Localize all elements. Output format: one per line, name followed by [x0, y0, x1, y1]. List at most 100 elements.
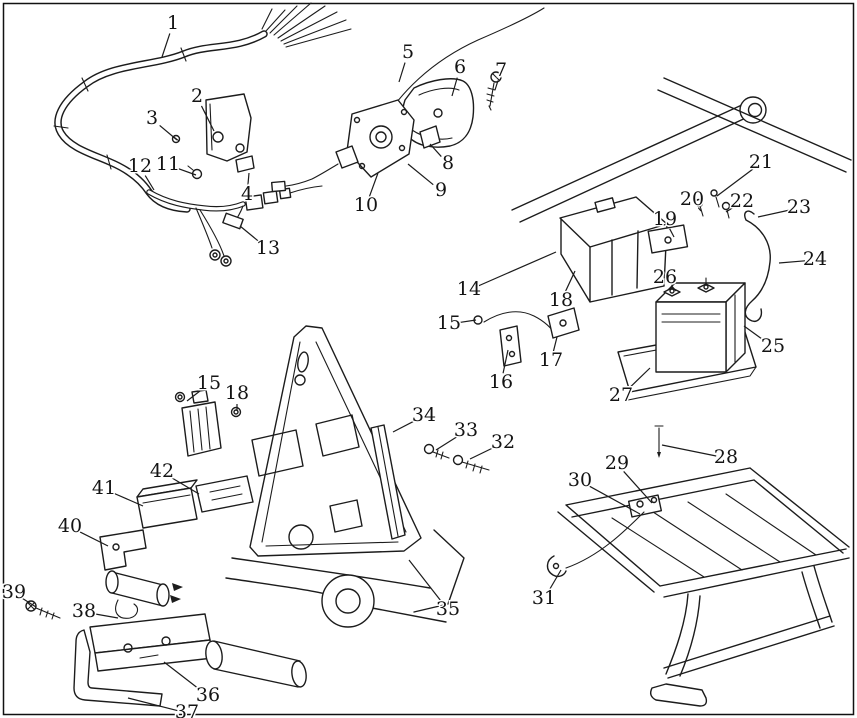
- part-number-6: 6: [454, 56, 466, 78]
- clamp-31: [546, 555, 567, 578]
- callout-leader-15: [458, 319, 477, 324]
- part-number-8: 8: [442, 152, 454, 174]
- part-number-9: 9: [435, 179, 447, 201]
- part-number-14: 14: [457, 278, 481, 300]
- frame-and-battery-drawing: [473, 77, 852, 401]
- part-number-38: 38: [72, 600, 96, 622]
- triangular-plate: [249, 325, 422, 557]
- callout-leader-6: [451, 77, 458, 97]
- callout-leader-23: [757, 209, 790, 218]
- taillight-housing-9: [346, 99, 415, 178]
- part-number-22: 22: [730, 190, 754, 212]
- callout-leader-4: [247, 172, 250, 186]
- part-number-1: 1: [167, 12, 179, 34]
- callout-leader-9: [407, 163, 434, 186]
- rear-frame-drawing: [546, 425, 850, 707]
- plate-42: [195, 475, 254, 513]
- callout-leader-18: [564, 270, 576, 293]
- callout-leader-10: [368, 172, 379, 197]
- plate-19-hole: [664, 236, 672, 244]
- harness-ring-terminals: [195, 207, 232, 267]
- part-number-23: 23: [787, 196, 811, 218]
- battery-box-bracket-14: [559, 196, 668, 303]
- callout-leader-19: [669, 228, 675, 238]
- cable-30: [565, 511, 645, 569]
- callout-leader-5: [398, 62, 406, 83]
- harness-branch-core: [147, 190, 245, 211]
- bulb-socket-10: [270, 145, 359, 193]
- part-number-31: 31: [532, 587, 556, 609]
- bracket-17-hole: [559, 319, 567, 327]
- bolt-21: [710, 189, 720, 208]
- hold-down-rod-24: [744, 210, 771, 322]
- callout-leader-3: [159, 124, 178, 141]
- bracket-tab-4: [235, 155, 255, 173]
- callout-leader-25: [743, 325, 766, 342]
- callout-leader-33: [435, 435, 458, 451]
- part-number-18: 18: [549, 289, 573, 311]
- bolt-39: [25, 600, 61, 620]
- part-number-30: 30: [568, 469, 592, 491]
- callout-leader-39: [22, 597, 37, 608]
- part-number-18: 18: [225, 382, 249, 404]
- part-number-27: 27: [609, 384, 633, 406]
- callout-leader-24: [778, 260, 806, 264]
- part-number-13: 13: [256, 237, 280, 259]
- callout-leader-11: [177, 167, 197, 176]
- callout-leader-38: [93, 613, 119, 619]
- frame-tubes-upper-right: [511, 77, 852, 223]
- callout-leader-40: [78, 530, 109, 547]
- part-number-28: 28: [714, 446, 738, 468]
- frame-plate-drawing: [25, 325, 490, 707]
- taillight-assembly-drawing: [270, 7, 545, 193]
- callout-leader-42: [170, 476, 200, 495]
- callout-leader-27: [627, 367, 651, 390]
- callout-leader-2: [200, 105, 215, 132]
- bolt-33: [423, 443, 450, 460]
- part-number-26: 26: [653, 266, 677, 288]
- part-number-5: 5: [402, 41, 414, 63]
- callout-leader-41: [112, 492, 144, 507]
- part-number-25: 25: [761, 335, 785, 357]
- callout-leader-28: [661, 444, 717, 457]
- part-number-34: 34: [412, 404, 436, 426]
- bumper-guard-36-37: [73, 613, 214, 707]
- nut-15: [174, 391, 186, 403]
- callout-leader-15: [186, 389, 202, 402]
- callout-leader-7: [494, 80, 499, 91]
- gasket-8: [419, 125, 441, 149]
- rear-rack-rails: [557, 467, 850, 598]
- callout-leader-30: [588, 485, 641, 515]
- callout-leader-32: [469, 446, 495, 460]
- part-number-32: 32: [491, 431, 515, 453]
- part-number-15: 15: [437, 312, 461, 334]
- callout-leader-35: [408, 559, 443, 603]
- part-number-11: 11: [156, 153, 180, 175]
- part-number-33: 33: [454, 419, 478, 441]
- mount-bracket-2: [205, 93, 255, 173]
- part-number-36: 36: [196, 684, 220, 706]
- angle-bracket-17: [547, 307, 580, 339]
- callout-leader-lines: [22, 33, 806, 712]
- rear-legs: [649, 565, 835, 707]
- callout-leader-37: [127, 697, 178, 712]
- part-number-24: 24: [803, 248, 827, 270]
- battery-25: [655, 277, 746, 373]
- callout-leader-17: [552, 336, 558, 352]
- part-number-4: 4: [241, 183, 253, 205]
- part-number-41: 41: [92, 477, 116, 499]
- part-number-15: 15: [197, 372, 221, 394]
- battery-terminals-26: [663, 277, 715, 297]
- part-number-12: 12: [128, 155, 152, 177]
- lower-frame-tube: [205, 529, 465, 688]
- callout-leader-1: [161, 33, 171, 58]
- edge-strip-35: [370, 424, 406, 540]
- part-number-20: 20: [680, 188, 704, 210]
- part-number-17: 17: [539, 349, 563, 371]
- callout-leader-16: [502, 349, 509, 374]
- wiring-harness-drawing: [53, 2, 352, 267]
